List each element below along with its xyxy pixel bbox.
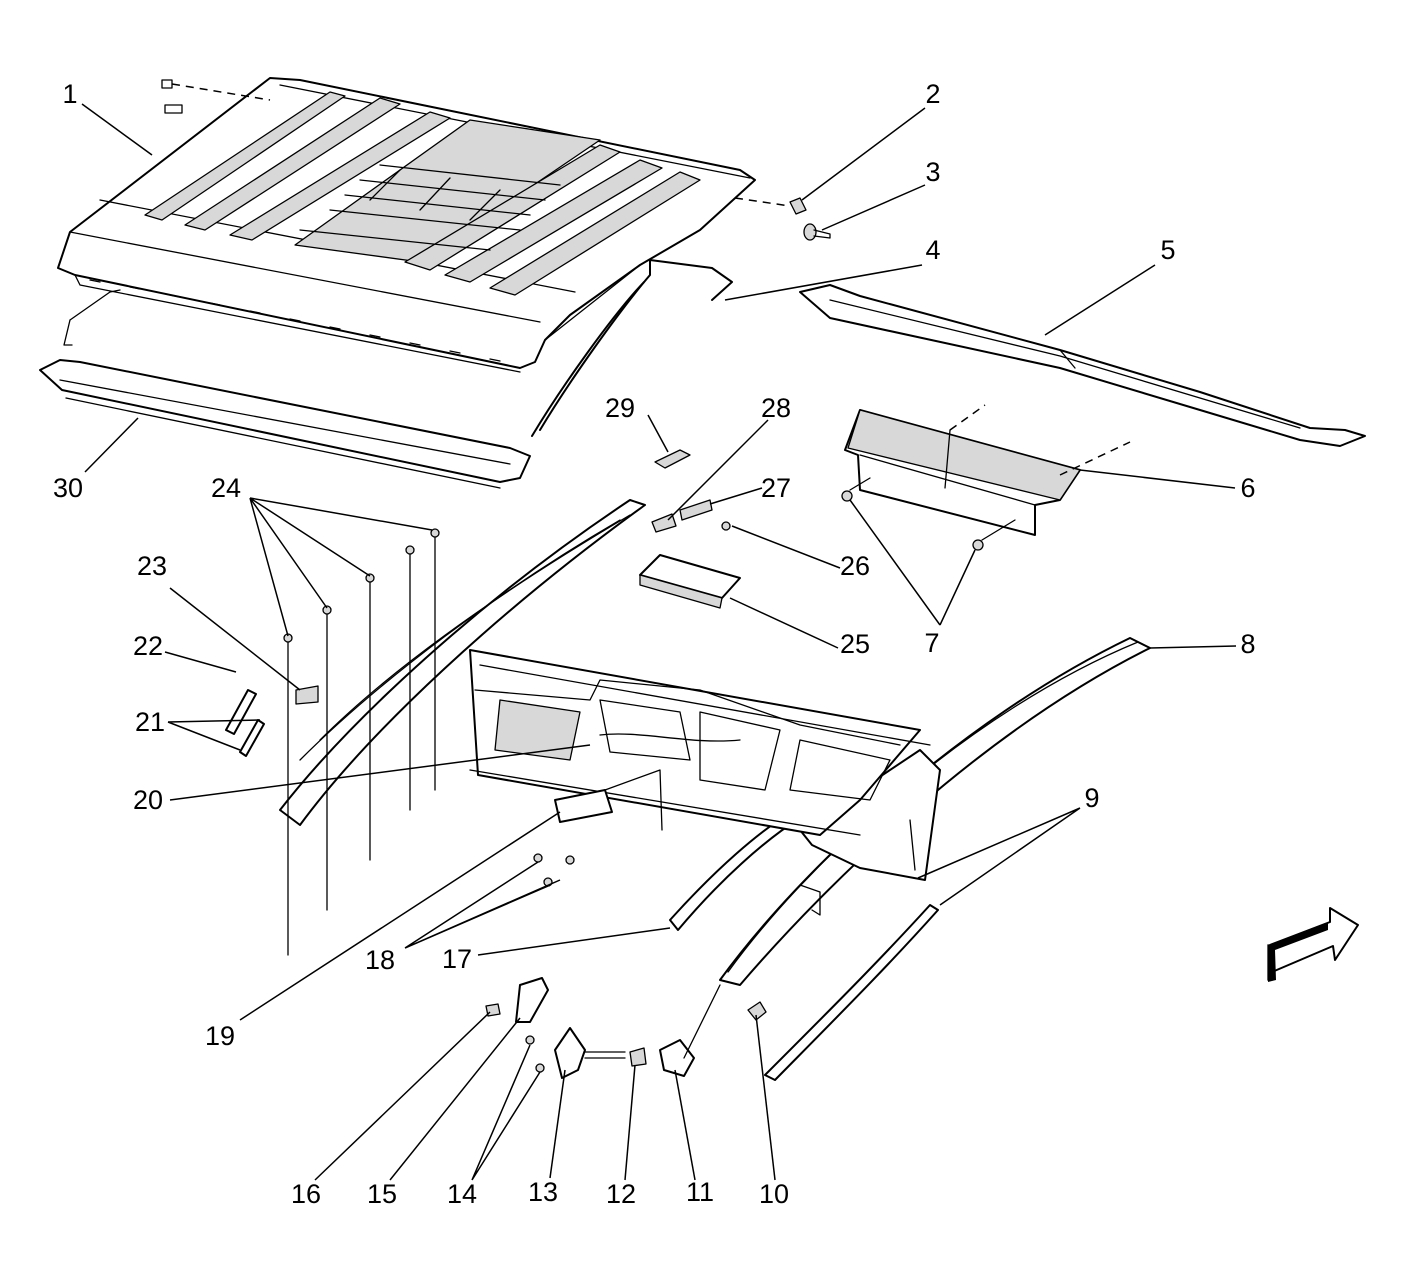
weatherstrip-4 [63, 259, 733, 437]
clip-2 [734, 197, 807, 215]
bracket-15 [515, 977, 549, 1023]
roof-rail-5 [799, 284, 1366, 447]
screws-7 [841, 477, 1016, 551]
callout-18: 18 [365, 945, 395, 975]
callout-6: 6 [1240, 473, 1255, 503]
callout-12: 12 [606, 1179, 636, 1209]
screw-3 [803, 223, 831, 241]
pins-24 [283, 528, 440, 956]
callout-28: 28 [761, 393, 791, 423]
callout-11: 11 [686, 1177, 714, 1207]
bracket-28 [651, 513, 677, 533]
roof-frame-left [279, 499, 646, 826]
trim-strip-9 [764, 749, 941, 1081]
screws-18 [533, 853, 575, 887]
hinge-13 [554, 1027, 626, 1079]
callout-21: 21 [135, 707, 165, 737]
leader-lines [81, 103, 1237, 1181]
callout-13: 13 [528, 1177, 558, 1207]
callout-23: 23 [137, 551, 167, 581]
callout-27: 27 [761, 473, 791, 503]
callout-25: 25 [840, 629, 870, 659]
callout-14: 14 [447, 1179, 477, 1209]
bracket-27 [679, 499, 713, 521]
callout-16: 16 [291, 1179, 321, 1209]
console-cover-6 [844, 404, 1131, 536]
callout-9: 9 [1084, 783, 1099, 813]
callout-29: 29 [605, 393, 635, 423]
clip-12 [629, 1047, 647, 1067]
callout-10: 10 [759, 1179, 789, 1209]
front-direction-arrow-icon [1267, 907, 1359, 982]
bracket-11 [659, 984, 721, 1077]
callout-8: 8 [1240, 629, 1255, 659]
clips-21 [239, 719, 265, 757]
callout-24: 24 [211, 473, 241, 503]
motor-19 [554, 769, 663, 831]
callout-1: 1 [62, 79, 77, 109]
callout-17: 17 [442, 944, 472, 974]
callout-labels: 1 2 3 4 5 6 7 8 9 10 11 12 13 14 15 16 1… [53, 79, 1256, 1209]
callout-3: 3 [925, 157, 940, 187]
screw-26 [721, 521, 731, 531]
callout-26: 26 [840, 551, 870, 581]
callout-7: 7 [924, 628, 939, 658]
sunroof-frame-20 [469, 649, 931, 836]
roof-panel [57, 77, 756, 373]
screws-14 [525, 1035, 545, 1073]
clip-22 [225, 689, 257, 735]
tab-23 [295, 685, 319, 705]
callout-22: 22 [133, 631, 163, 661]
callout-5: 5 [1160, 235, 1175, 265]
callout-2: 2 [925, 79, 940, 109]
clip-10 [747, 1001, 767, 1021]
callout-4: 4 [925, 235, 940, 265]
callout-20: 20 [133, 785, 163, 815]
callout-15: 15 [367, 1179, 397, 1209]
callout-30: 30 [53, 473, 83, 503]
wind-deflector-30 [39, 359, 531, 489]
module-25 [639, 554, 741, 609]
clip-29 [654, 449, 691, 469]
callout-19: 19 [205, 1021, 235, 1051]
